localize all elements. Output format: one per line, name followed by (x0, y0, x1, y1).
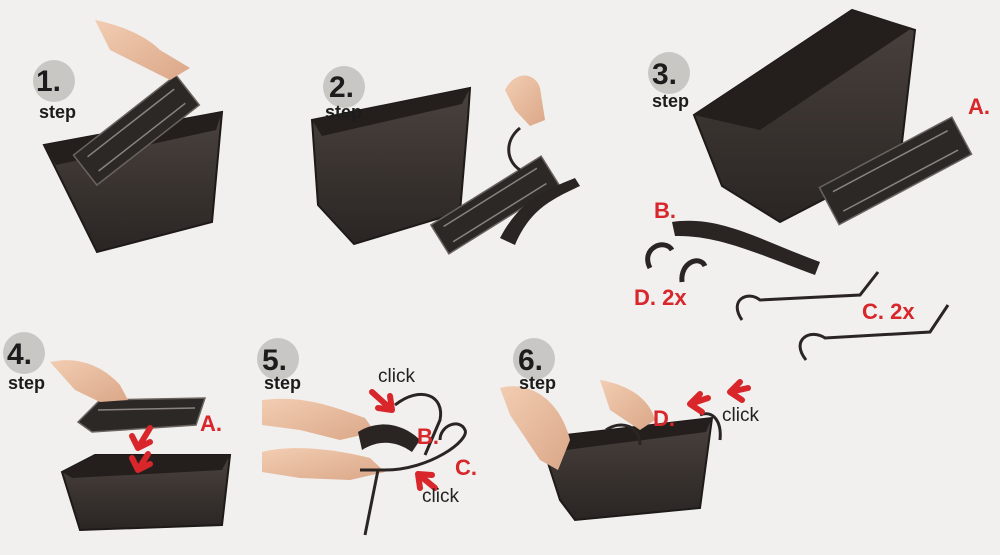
step3-part-a-label: A. (968, 94, 990, 119)
step5-arrow-bottom (415, 471, 438, 491)
step1-hand (95, 20, 190, 80)
step4-water-tray (76, 397, 207, 433)
step4-illustration (50, 360, 232, 532)
step4-label: step (8, 373, 46, 393)
step3-part-b-label: B. (654, 198, 676, 223)
step6-part-d-label: D. (653, 406, 675, 431)
step4-arrow-1 (129, 425, 153, 451)
step6-hand-left (500, 386, 570, 470)
step2-part-b (500, 178, 580, 245)
step4-arrow-2 (129, 451, 153, 473)
step2-hand (505, 75, 545, 126)
step5-click-bottom: click (422, 486, 459, 507)
step6-label: step (519, 373, 557, 393)
step3-part-a-tray (818, 116, 973, 226)
step3-illustration (645, 8, 973, 361)
step2-label: step (325, 102, 363, 122)
step5-hand-bottom (262, 448, 385, 480)
step5-hook-stem (363, 469, 380, 536)
step5-hand-top (262, 398, 375, 440)
step6-illustration (500, 379, 751, 522)
step2-number: 2. (329, 71, 355, 104)
step1-water-tray (72, 74, 201, 187)
step5-arrow-top (369, 389, 395, 413)
step1-number: 1. (36, 65, 62, 98)
step6-hook-left (605, 423, 642, 446)
step5-click-top: click (378, 366, 415, 387)
step4-number: 4. (7, 338, 33, 371)
step5-part-c-label: C. (455, 455, 477, 480)
step5-label: step (264, 373, 302, 393)
step2-water-tray (429, 155, 561, 255)
step5-number: 5. (262, 344, 288, 377)
step5-part-b-connector (358, 424, 420, 452)
step6-click: click (722, 405, 759, 426)
step5-hook-lower (360, 422, 467, 472)
step3-label: step (652, 91, 690, 111)
step6-number: 6. (518, 344, 544, 377)
step2-hook (507, 126, 522, 172)
step3-part-c-hook-1 (735, 271, 880, 321)
step3-part-d-clip-1 (645, 242, 675, 270)
step3-part-d-label: D. 2x (634, 285, 687, 310)
step6-arrow-1 (687, 391, 711, 415)
step5-illustration (262, 389, 467, 536)
step5-hook-upper (394, 392, 443, 456)
step3-part-c-hook-2 (798, 304, 950, 361)
step4-part-a-label: A. (200, 411, 222, 436)
step4-hand (50, 360, 128, 402)
step3-number: 3. (652, 58, 678, 91)
step5-part-b-label: B. (417, 424, 439, 449)
step6-arrow-2 (727, 379, 751, 403)
step1-illustration (42, 20, 224, 254)
step2-illustration (310, 75, 580, 255)
step3-part-c-label: C. 2x (862, 299, 915, 324)
step1-label: step (39, 102, 77, 122)
step6-hand-right (600, 380, 655, 430)
step3-part-b-connector (672, 220, 820, 275)
step3-part-d-clip-2 (679, 258, 708, 283)
